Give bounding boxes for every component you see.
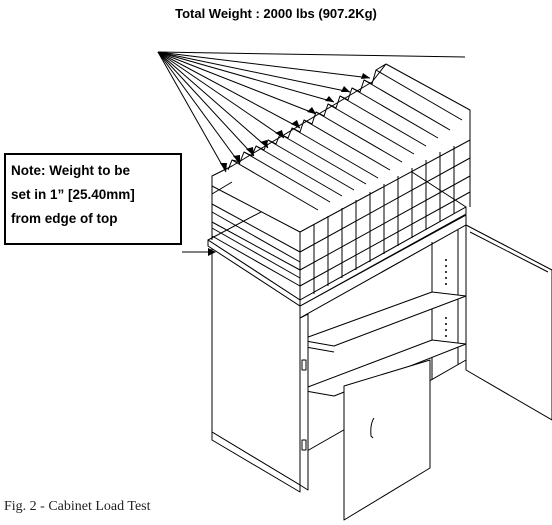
middle-shelf bbox=[299, 291, 467, 347]
note-line-3: from edge of top bbox=[11, 211, 118, 226]
hinge-bottom bbox=[301, 439, 307, 451]
note-leader-arrowhead bbox=[208, 248, 216, 256]
countertop-edge-right bbox=[299, 206, 467, 307]
figure-caption: Fig. 2 - Cabinet Load Test bbox=[4, 499, 151, 514]
diagram-title: Total Weight : 2000 lbs (907.2Kg) bbox=[175, 6, 377, 21]
hinge-top bbox=[301, 359, 307, 371]
door-handle bbox=[370, 417, 375, 439]
left-open-door bbox=[343, 359, 431, 521]
load-arrows bbox=[157, 51, 466, 173]
toe-kick bbox=[211, 431, 301, 493]
weight-stack bbox=[211, 63, 471, 300]
front-stile bbox=[299, 313, 309, 491]
note-line-2: set in 1” [25.40mm] bbox=[11, 187, 135, 202]
arrow-heads bbox=[220, 73, 370, 172]
right-open-door bbox=[465, 224, 552, 421]
bottom-shelf bbox=[299, 339, 467, 397]
shelf-pin-holes bbox=[445, 259, 447, 337]
note-line-1: Note: Weight to be bbox=[11, 163, 130, 178]
note-box: Note: Weight to be set in 1” [25.40mm] f… bbox=[4, 153, 182, 245]
